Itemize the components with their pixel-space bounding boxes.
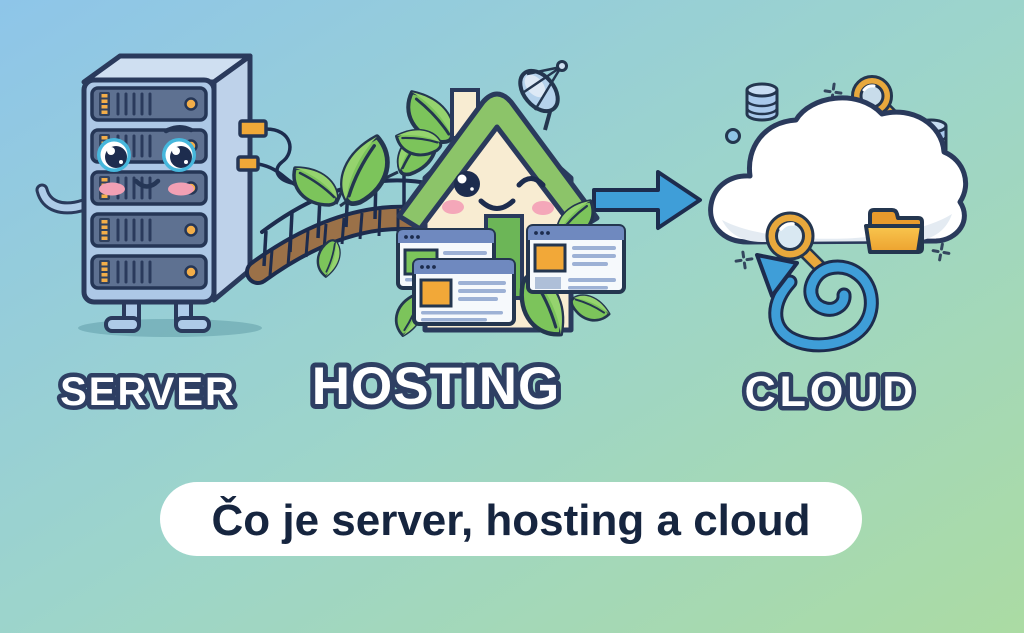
- cloud-icon: [708, 95, 969, 245]
- plug-icon: [238, 119, 268, 138]
- text-lines: [421, 281, 506, 322]
- cable: [265, 127, 293, 185]
- server-mascot-icon: [35, 53, 333, 337]
- right-arrow-icon: [592, 170, 702, 230]
- eyebrow: [163, 125, 194, 134]
- thumbnail-gray: [535, 277, 561, 289]
- magnifier-icon: [765, 211, 827, 274]
- caption-text: Čo je server, hosting a cloud: [211, 494, 810, 545]
- wink-eye: [516, 176, 546, 188]
- browser-window: [526, 224, 626, 294]
- folder-icon: [864, 208, 924, 254]
- text-lines: [568, 246, 616, 290]
- caption-pill: [160, 482, 862, 556]
- dot-icon: [725, 128, 741, 144]
- server-side: [211, 53, 253, 303]
- thumbnail-orange: [533, 243, 567, 273]
- rack-unit: [90, 212, 208, 248]
- server-face: [97, 125, 196, 196]
- browser-window: [412, 258, 516, 326]
- rack-unit: [90, 254, 208, 290]
- label-hosting: HOSTING: [312, 357, 560, 416]
- thumbnail-orange: [419, 278, 453, 308]
- vine-leaves: [292, 92, 459, 279]
- smile: [133, 178, 161, 189]
- label-server: SERVER: [60, 370, 236, 414]
- rack-unit: [90, 86, 208, 122]
- database-icon: [745, 82, 779, 122]
- label-cloud: CLOUD: [745, 368, 918, 416]
- cloud-section: [708, 75, 969, 353]
- spiral-refresh-icon: [755, 253, 879, 353]
- smile: [478, 198, 516, 211]
- plug-icon: [236, 155, 260, 172]
- satellite-dish-icon: [518, 60, 568, 131]
- house-face: [442, 171, 554, 215]
- house-mascot-icon: [396, 60, 600, 333]
